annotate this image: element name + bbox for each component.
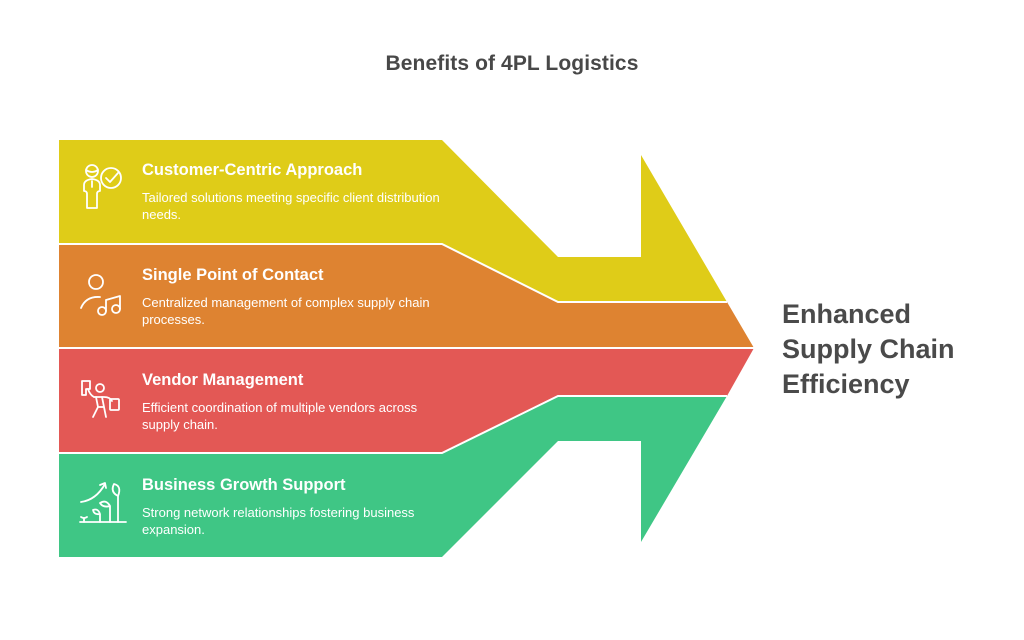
separator-line (59, 395, 727, 454)
benefit-heading: Customer-Centric Approach (142, 161, 363, 179)
benefit-item: Business Growth Support Strong network r… (142, 475, 442, 538)
benefit-description: Efficient coordination of multiple vendo… (142, 400, 418, 432)
benefit-heading: Vendor Management (142, 371, 304, 389)
outcome-line: Enhanced (782, 299, 912, 329)
band-vendor-management (59, 348, 754, 453)
benefit-item: Vendor Management Efficient coordination… (142, 370, 442, 433)
diagram-title: Benefits of 4PL Logistics (385, 52, 639, 75)
customer-check-icon (78, 163, 130, 215)
outcome-line: Efficiency (782, 369, 910, 399)
person-juggling-boxes-icon (78, 375, 130, 427)
benefit-heading: Business Growth Support (142, 476, 346, 494)
benefit-item: Customer-Centric Approach Tailored solut… (142, 160, 442, 223)
benefit-description: Strong network relationships fostering b… (142, 505, 415, 537)
person-music-icon (78, 270, 130, 322)
band-single-point-of-contact (59, 244, 754, 348)
growth-plant-icon (78, 480, 130, 532)
outcome-line: Supply Chain (782, 334, 955, 364)
benefit-item: Single Point of Contact Centralized mana… (142, 265, 442, 328)
benefit-heading: Single Point of Contact (142, 266, 324, 284)
outcome-label: Enhanced Supply Chain Efficiency (782, 297, 1002, 402)
benefit-description: Tailored solutions meeting specific clie… (142, 190, 440, 222)
band-business-growth (59, 396, 727, 557)
benefit-description: Centralized management of complex supply… (142, 295, 430, 327)
separator-line (59, 243, 727, 303)
band-customer-centric (59, 140, 727, 302)
